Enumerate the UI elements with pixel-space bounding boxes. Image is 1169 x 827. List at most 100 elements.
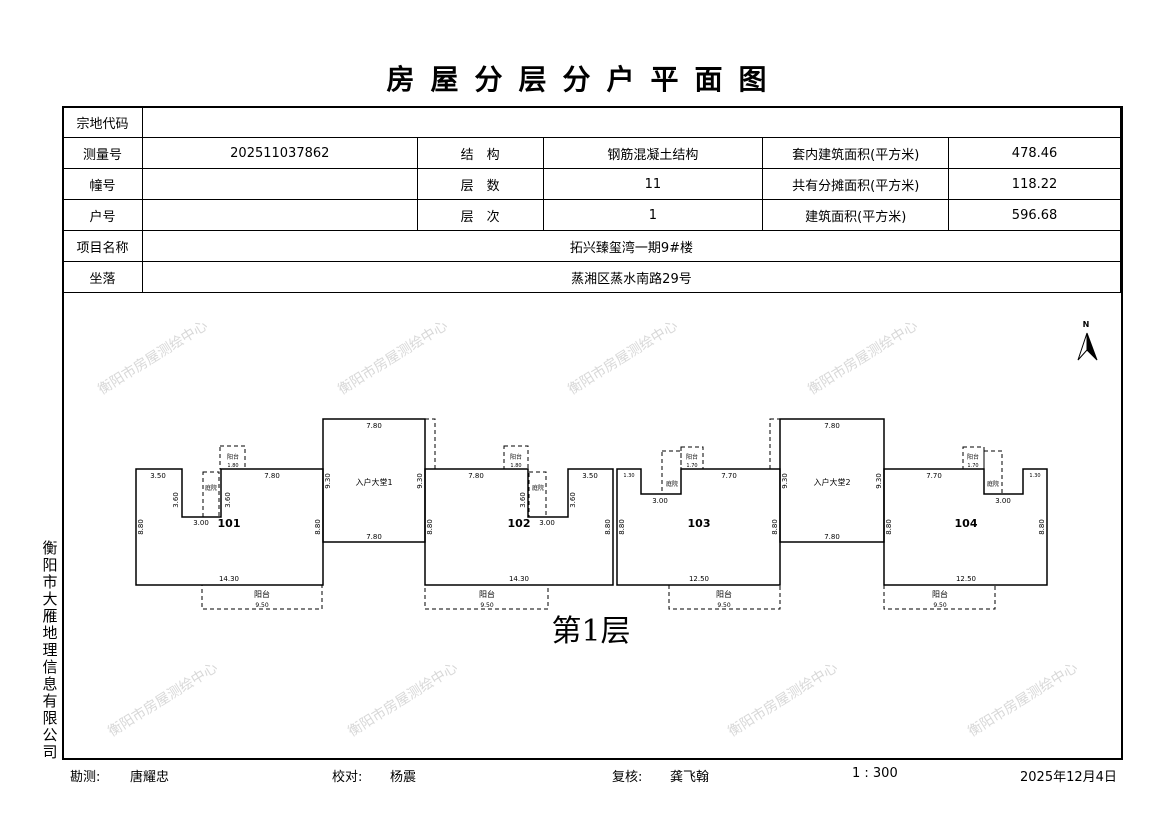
surveyor-name: 唐耀忠 xyxy=(130,770,170,785)
balcony-label: 阳台 xyxy=(932,589,948,599)
dim: 9.30 xyxy=(781,473,789,489)
dim: 9.50 xyxy=(255,602,269,609)
reviewer-label: 复核: xyxy=(612,770,643,785)
dim: 7.80 xyxy=(824,533,840,541)
dim: 1.30 xyxy=(623,473,634,479)
dim: 7.80 xyxy=(366,422,382,430)
balcony-label: 阳台 xyxy=(510,453,522,461)
courtyard-label: 庭院 xyxy=(987,480,999,488)
company-name: 衡阳市大雁地理信息有限公司 xyxy=(42,539,58,761)
balcony-label: 阳台 xyxy=(254,589,270,599)
dim: 8.80 xyxy=(426,519,434,535)
dim: 9.50 xyxy=(933,602,947,609)
dim: 3.00 xyxy=(995,497,1011,505)
unit-label: 101 xyxy=(218,517,241,530)
dim: 1.80 xyxy=(510,463,521,469)
dim: 8.80 xyxy=(604,519,612,535)
dim: 12.50 xyxy=(956,575,976,583)
dim: 8.80 xyxy=(885,519,893,535)
courtyard-outline xyxy=(202,471,220,518)
unit-label: 102 xyxy=(508,517,531,530)
unit-label: 103 xyxy=(688,517,711,530)
dim: 9.50 xyxy=(717,602,731,609)
balcony-outline xyxy=(962,446,985,470)
structure-label: 结 构 xyxy=(416,137,544,169)
lobby-label: 入户大堂1 xyxy=(355,477,392,487)
dim: 12.50 xyxy=(689,575,709,583)
balcony-outline xyxy=(883,584,996,610)
courtyard-outline xyxy=(528,471,547,518)
courtyard-label: 庭院 xyxy=(666,480,678,488)
location-label: 坐落 xyxy=(62,261,143,293)
balcony-label: 阳台 xyxy=(479,589,495,599)
balcony-outline xyxy=(201,584,323,610)
dim: 1.30 xyxy=(1029,473,1040,479)
shared-area-value: 118.22 xyxy=(948,168,1121,200)
inner-area-value: 478.46 xyxy=(948,137,1121,169)
dim: 7.80 xyxy=(264,472,280,480)
dim: 3.60 xyxy=(224,492,232,508)
dim: 8.80 xyxy=(314,519,322,535)
dim: 3.50 xyxy=(150,472,166,480)
unit-label: 104 xyxy=(955,517,978,530)
balcony-outline xyxy=(503,445,529,470)
dim: 9.30 xyxy=(324,473,332,489)
dim: 7.80 xyxy=(824,422,840,430)
dim: 8.80 xyxy=(137,519,145,535)
dim: 7.70 xyxy=(721,472,737,480)
courtyard-outline xyxy=(661,450,682,495)
survey-no-label: 测量号 xyxy=(62,137,143,169)
unit-102-outline xyxy=(424,468,614,586)
dim: 7.80 xyxy=(366,533,382,541)
unit-no-label: 户号 xyxy=(62,199,143,231)
dim: 3.50 xyxy=(582,472,598,480)
info-table: 宗地代码 测量号 202511037862 结 构 钢筋混凝土结构 套内建筑面积… xyxy=(62,106,1122,293)
checker-label: 校对: xyxy=(332,770,363,785)
stair-outline xyxy=(424,418,436,470)
surveyor-label: 勘测: xyxy=(70,770,101,785)
date: 2025年12月4日 xyxy=(1020,770,1117,785)
checker-name: 杨震 xyxy=(390,770,417,785)
balcony-label: 阳台 xyxy=(686,453,698,461)
dim: 9.30 xyxy=(875,473,883,489)
unit-104-outline xyxy=(883,468,1048,586)
page-title: 房屋分层分户平面图 xyxy=(386,63,783,96)
courtyard-outline xyxy=(983,450,1003,495)
balcony-outline xyxy=(668,584,781,610)
dim: 9.30 xyxy=(416,473,424,489)
dimension-labels: 14.30 14.30 12.50 12.50 7.80 7.80 7.80 7… xyxy=(137,422,1046,609)
dim: 3.60 xyxy=(569,492,577,508)
dim: 7.70 xyxy=(926,472,942,480)
balcony-outline xyxy=(680,446,704,470)
balcony-label: 阳台 xyxy=(716,589,732,599)
dim: 1.80 xyxy=(227,463,238,469)
balcony-outline xyxy=(424,584,549,610)
dim: 3.60 xyxy=(172,492,180,508)
location-value: 蒸湘区蒸水南路29号 xyxy=(141,261,1122,293)
dim: 3.00 xyxy=(652,497,668,505)
dim: 3.00 xyxy=(193,519,209,527)
scale: 1 : 300 xyxy=(852,766,898,781)
total-area-label: 建筑面积(平方米) xyxy=(762,199,950,231)
floor-caption: 第1层 xyxy=(551,614,630,649)
lobby-label: 入户大堂2 xyxy=(813,477,850,487)
courtyard-label: 庭院 xyxy=(205,484,217,492)
inner-area-label: 套内建筑面积(平方米) xyxy=(762,137,950,169)
dim: 9.50 xyxy=(480,602,494,609)
dim: 3.00 xyxy=(539,519,555,527)
building-no-value xyxy=(141,168,418,200)
building-no-label: 幢号 xyxy=(62,168,143,200)
north-arrow-icon: N xyxy=(1077,320,1098,361)
dim: 1.70 xyxy=(686,463,697,469)
balcony-label: 阳台 xyxy=(967,453,979,461)
total-area-value: 596.68 xyxy=(948,199,1121,231)
floors-value: 11 xyxy=(542,168,764,200)
dim: 8.80 xyxy=(1038,519,1046,535)
dim: 3.60 xyxy=(519,492,527,508)
dim: 7.80 xyxy=(468,472,484,480)
shared-area-label: 共有分摊面积(平方米) xyxy=(762,168,950,200)
north-label: N xyxy=(1083,320,1090,329)
dim: 14.30 xyxy=(219,575,239,583)
dim: 1.70 xyxy=(967,463,978,469)
dim: 8.80 xyxy=(771,519,779,535)
